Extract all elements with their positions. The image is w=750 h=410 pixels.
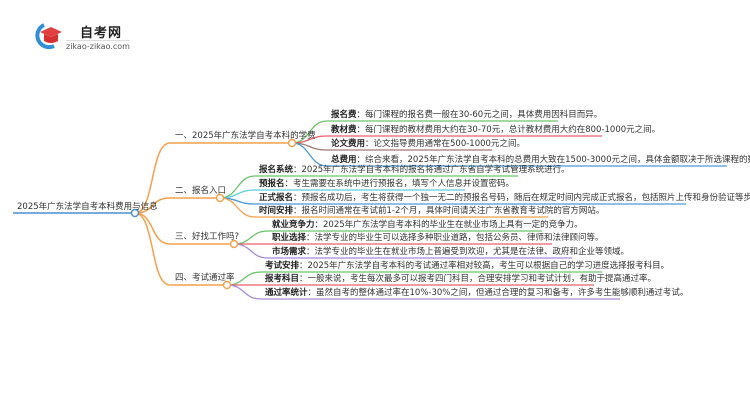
leaf-text: ：每门课程的报名费一般在30-60元之间，具体费用因科目而异。 — [356, 110, 603, 120]
leaf-text: ：每门课程的教材费用大约在30-70元，总计教材费用大约在800-1000元之间… — [356, 125, 661, 135]
leaf-connector — [291, 142, 727, 167]
leaf-node[interactable]: 总费用：综合来看，2025年广东法学自考本科的总费用大致在1500-3000元之… — [331, 155, 750, 166]
logo-icon — [35, 23, 62, 50]
leaf-node[interactable]: 预报名：考生需要在系统中进行预报名，填写个人信息并设置密码。 — [259, 179, 514, 190]
leaf-key: 总费用 — [331, 155, 357, 165]
leaf-connector — [233, 243, 572, 259]
leaf-text: ：考生需要在系统中进行预报名，填写个人信息并设置密码。 — [284, 179, 515, 189]
root-node[interactable]: 2025年广东法学自考本科费用与信息 — [17, 202, 158, 212]
leaf-node[interactable]: 通过率统计：虽然自考的整体通过率在10%-30%之间，但通过合理的复习和备考，许… — [265, 288, 688, 299]
leaf-node[interactable]: 报考科目：一般来说，考生每次最多可以报考四门科目，合理安排学习和考试计划，有助于… — [265, 274, 656, 285]
logo-title: 自考网 — [80, 26, 123, 41]
leaf-connector — [226, 284, 620, 300]
branch-node[interactable]: 二、报名入口 — [175, 186, 227, 196]
leaf-text: ：预报名成功后，考生将获得一个独一无二的预报名号码，随后在规定时间内完成正式报名… — [293, 193, 750, 203]
branch-connector — [134, 212, 227, 286]
leaf-node[interactable]: 正式报名：预报名成功后，考生将获得一个独一无二的预报名号码，随后在规定时间内完成… — [259, 193, 750, 204]
leaf-key: 就业竞争力 — [272, 220, 315, 230]
branch-node[interactable]: 一、2025年广东法学自考本科的学费 — [175, 131, 316, 141]
leaf-key: 报名费 — [331, 110, 357, 120]
leaf-text: ：法学专业的毕业生可以选择多种职业道路，包括公务员、律师和法律顾问等。 — [306, 233, 604, 243]
leaf-node[interactable]: 报名系统：2025年广东法学自考本科的报名将通过广东省自学考试管理系统进行。 — [259, 165, 570, 176]
branch-collapse-toggle[interactable] — [222, 280, 232, 290]
leaf-text: ：法学专业的毕业生在就业市场上普遍受到欢迎，尤其是在法律、政府和企业等领域。 — [306, 247, 630, 257]
leaf-key: 时间安排 — [259, 206, 294, 216]
leaf-key: 正式报名 — [259, 193, 294, 203]
branch-collapse-toggle[interactable] — [287, 138, 297, 148]
leaf-node[interactable]: 职业选择：法学专业的毕业生可以选择多种职业道路，包括公务员、律师和法律顾问等。 — [272, 233, 604, 244]
leaf-text: ：2025年广东法学自考本科的报名将通过广东省自学考试管理系统进行。 — [293, 165, 570, 175]
branch-collapse-toggle[interactable] — [229, 239, 239, 249]
leaf-text: ：2025年广东法学自考本科的毕业生在就业市场上具有一定的竞争力。 — [314, 220, 583, 230]
leaf-node[interactable]: 时间安排：报名时间通常在考试前1-2个月，具体时间请关注广东省教育考试院的官方网… — [259, 206, 604, 217]
branch-connector — [134, 142, 292, 214]
leaf-key: 教材费 — [331, 125, 357, 135]
leaf-key: 市场需求 — [272, 247, 307, 257]
leaf-key: 预报名 — [259, 179, 285, 189]
root-collapse-toggle[interactable] — [130, 208, 140, 218]
branch-collapse-toggle[interactable] — [215, 193, 225, 203]
leaf-text: ：论文指导费用通常在500-1000元之间。 — [365, 139, 525, 149]
leaf-text: ：一般来说，考生每次最多可以报考四门科目，合理安排学习和考试计划，有助于提高通过… — [299, 274, 657, 284]
leaf-text: ：报名时间通常在考试前1-2个月，具体时间请关注广东省教育考试院的官方网站。 — [293, 206, 605, 216]
leaf-connector — [219, 197, 548, 218]
logo-subtitle: zikao-zikao.com — [66, 40, 130, 51]
branch-node[interactable]: 四、考试通过率 — [175, 273, 235, 283]
leaf-key: 考试安排 — [265, 261, 300, 271]
leaf-key: 报名系统 — [259, 165, 294, 175]
leaf-text: ：综合来看，2025年广东法学自考本科的总费用大致在1500-3000元之间，具… — [356, 155, 750, 165]
leaf-node[interactable]: 报名费：每门课程的报名费一般在30-60元之间，具体费用因科目而异。 — [331, 110, 602, 121]
leaf-node[interactable]: 就业竞争力：2025年广东法学自考本科的毕业生在就业市场上具有一定的竞争力。 — [272, 220, 583, 231]
branch-connector — [134, 197, 220, 214]
leaf-text: ：虽然自考的整体通过率在10%-30%之间，但通过合理的复习和备考，许多考生能够… — [307, 288, 689, 298]
leaf-node[interactable]: 市场需求：法学专业的毕业生在就业市场上普遍受到欢迎，尤其是在法律、政府和企业等领… — [272, 247, 629, 258]
leaf-key: 通过率统计 — [265, 288, 308, 298]
leaf-key: 职业选择 — [272, 233, 307, 243]
leaf-key: 报考科目 — [265, 274, 300, 284]
leaf-key: 论文费用 — [331, 139, 366, 149]
leaf-text: ：2025年广东法学自考本科的考试通过率相对较高，考生可以根据自己的学习进度选择… — [299, 261, 670, 271]
leaf-node[interactable]: 教材费：每门课程的教材费用大约在30-70元，总计教材费用大约在800-1000… — [331, 125, 660, 136]
leaf-node[interactable]: 论文费用：论文指导费用通常在500-1000元之间。 — [331, 139, 525, 150]
leaf-node[interactable]: 考试安排：2025年广东法学自考本科的考试通过率相对较高，考生可以根据自己的学习… — [265, 261, 669, 272]
branch-node[interactable]: 三、好找工作吗? — [175, 232, 240, 242]
branch-connector — [134, 212, 234, 245]
